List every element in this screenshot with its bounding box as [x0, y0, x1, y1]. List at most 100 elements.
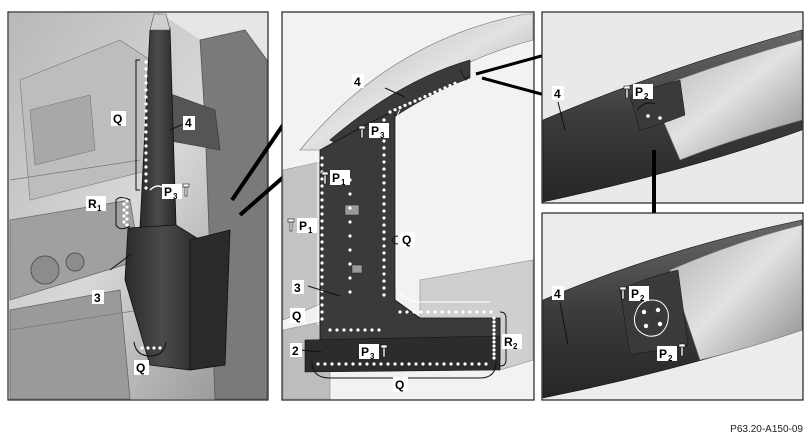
- label-p1-middle-side: P: [299, 219, 307, 233]
- label-p1-middle-top-sub: 1: [341, 178, 346, 187]
- spot-weld-icon: [492, 328, 496, 332]
- spot-weld-icon: [320, 268, 324, 272]
- spot-weld-icon: [348, 192, 352, 196]
- spot-weld-icon: [386, 362, 390, 366]
- spot-weld-icon: [342, 328, 346, 332]
- spot-weld-icon: [382, 293, 386, 297]
- spot-weld-icon: [456, 362, 460, 366]
- spot-weld-icon: [382, 195, 386, 199]
- spot-weld-icon: [316, 362, 320, 366]
- spot-weld-icon: [144, 137, 148, 141]
- spot-weld-icon: [144, 116, 148, 120]
- spot-weld-icon: [370, 328, 374, 332]
- spot-weld-icon: [408, 101, 412, 105]
- spot-weld-icon: [382, 272, 386, 276]
- spot-weld-icon: [377, 328, 381, 332]
- panel-top-right: 4 P 2: [541, 11, 804, 204]
- spot-weld-icon: [463, 362, 467, 366]
- spot-weld-icon: [382, 230, 386, 234]
- spot-weld-icon: [448, 84, 452, 88]
- spot-weld-icon: [320, 184, 324, 188]
- spot-weld-icon: [382, 279, 386, 283]
- spot-weld-icon: [349, 328, 353, 332]
- callout-connector-right: [475, 53, 546, 97]
- spot-weld-icon: [492, 336, 496, 340]
- spot-weld-icon: [428, 362, 432, 366]
- spot-weld-icon: [320, 303, 324, 307]
- spot-weld-icon: [158, 346, 162, 350]
- label-r2-middle-sub: 2: [513, 342, 518, 351]
- rivet-icon: [380, 344, 388, 358]
- spot-weld-row-left: [122, 60, 162, 350]
- spot-weld-icon: [344, 362, 348, 366]
- label-p3-middle-top: P: [371, 124, 379, 138]
- spot-weld-icon: [320, 219, 324, 223]
- label-q-middle-2: Q: [292, 309, 301, 323]
- spot-weld-icon: [412, 310, 416, 314]
- spot-weld-icon: [492, 348, 496, 352]
- spot-weld-icon: [356, 328, 360, 332]
- spot-weld-icon: [125, 223, 129, 227]
- spot-weld-icon: [426, 310, 430, 314]
- spot-weld-icon: [320, 275, 324, 279]
- spot-weld-icon: [447, 310, 451, 314]
- label-r1-left: R: [88, 197, 97, 211]
- spot-weld-icon: [413, 99, 417, 103]
- spot-weld-icon: [144, 95, 148, 99]
- bracket-icon: [115, 197, 131, 230]
- spot-weld-icon: [144, 81, 148, 85]
- spot-weld-icon: [144, 151, 148, 155]
- spot-weld-icon: [358, 362, 362, 366]
- rivet-icon: [358, 125, 366, 139]
- spot-weld-icon: [144, 88, 148, 92]
- spot-weld-icon: [320, 296, 324, 300]
- spot-weld-icon: [646, 114, 650, 118]
- spot-weld-icon: [382, 118, 386, 122]
- spot-weld-icon: [655, 307, 661, 313]
- spot-weld-icon: [144, 186, 148, 190]
- spot-weld-icon: [382, 160, 386, 164]
- spot-weld-icon: [382, 209, 386, 213]
- label-p3-left-sub: 3: [173, 192, 178, 201]
- rivet-icon: [678, 343, 686, 357]
- spot-weld-icon: [372, 362, 376, 366]
- spot-weld-icon: [492, 356, 496, 360]
- spot-weld-icon: [433, 90, 437, 94]
- label-q-middle-3: Q: [395, 378, 404, 392]
- bracket-icon: [391, 235, 399, 245]
- spot-weld-icon: [398, 310, 402, 314]
- label-part-4-bottom-right: 4: [554, 287, 561, 301]
- spot-weld-icon: [122, 220, 126, 224]
- spot-weld-icon: [414, 362, 418, 366]
- spot-weld-icon: [382, 216, 386, 220]
- panel-bottom-right: 4 P 2 P 2: [541, 212, 804, 401]
- spot-weld-icon: [382, 251, 386, 255]
- spot-weld-icon: [320, 233, 324, 237]
- rivet-icon: [321, 171, 329, 185]
- spot-weld-icon: [125, 205, 129, 209]
- spot-weld-icon: [398, 106, 402, 110]
- spot-weld-icon: [382, 223, 386, 227]
- pillar-part-3-left: [124, 224, 231, 371]
- spot-weld-icon: [323, 362, 327, 366]
- spot-weld-icon: [382, 188, 386, 192]
- spot-weld-icon: [144, 144, 148, 148]
- label-q-left-2: Q: [136, 361, 145, 375]
- spot-weld-icon: [492, 332, 496, 336]
- spot-weld-icon: [144, 172, 148, 176]
- spot-weld-icon: [418, 97, 422, 101]
- spot-weld-icon: [122, 208, 126, 212]
- spot-weld-icon: [144, 130, 148, 134]
- spot-weld-icon: [433, 310, 437, 314]
- spot-weld-icon: [382, 174, 386, 178]
- spot-weld-icon: [320, 163, 324, 167]
- spot-weld-icon: [400, 362, 404, 366]
- spot-weld-icon: [440, 310, 444, 314]
- spot-weld-icon: [453, 81, 457, 85]
- spot-weld-icon: [382, 181, 386, 185]
- spot-weld-icon: [330, 362, 334, 366]
- spot-weld-icon: [449, 362, 453, 366]
- spot-weld-icon: [144, 60, 148, 64]
- label-q-left-1: Q: [113, 112, 122, 126]
